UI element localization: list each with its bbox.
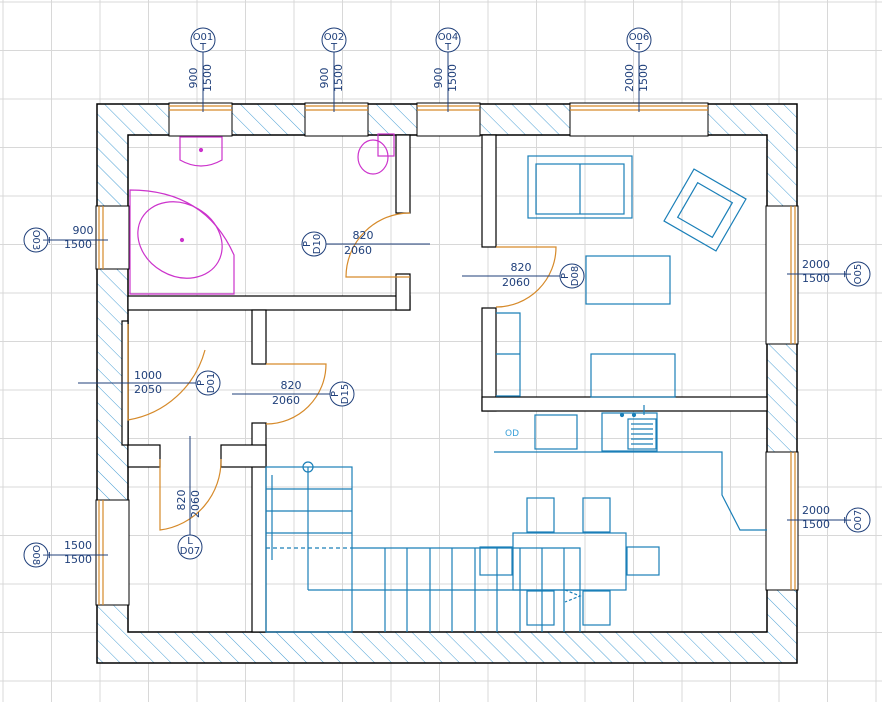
- dining-set-icon: [479, 497, 660, 626]
- window-height-o07: 1500: [802, 518, 830, 531]
- toilet-bowl-icon: [357, 139, 389, 175]
- window-tag-o07-sub: T: [843, 516, 854, 524]
- window-tag-o04-sub: T: [444, 42, 452, 53]
- window-tag-o08-sub: T: [40, 551, 51, 559]
- door-tag-texts: D10 P 820 2060 D08 P 820 2060 D01 P 1000…: [134, 229, 581, 557]
- window-width-o07: 2000: [802, 504, 830, 517]
- window-tag-o04: O04: [438, 32, 459, 43]
- window-height-o05: 1500: [802, 272, 830, 285]
- armchair-icon: [663, 168, 747, 252]
- window-tag-texts: O01 T 900 1500 O02 T 900 1500 O04 T 900 …: [30, 32, 864, 566]
- window-tags: [23, 27, 871, 568]
- interior-walls: [127, 134, 768, 633]
- window-width-o05: 2000: [802, 258, 830, 271]
- door-tag-d01: D01: [206, 373, 217, 393]
- door-tag-d10: D10: [312, 234, 323, 254]
- window-tag-o07: O07: [853, 510, 864, 531]
- door-tag-d08: D08: [570, 266, 581, 286]
- door-tag-d01-sub: P: [196, 380, 207, 386]
- window-width-o03: 900: [73, 224, 94, 237]
- furniture: [265, 155, 767, 633]
- window-tag-o01-sub: T: [199, 42, 207, 53]
- window-tag-o05: O05: [853, 264, 864, 285]
- door-tag-d10-sub: P: [302, 241, 313, 247]
- door-tag-d08-sub: P: [560, 273, 571, 279]
- door-height-d10: 2060: [344, 244, 372, 257]
- window-tag-o02: O02: [324, 32, 345, 43]
- doors: [127, 212, 557, 531]
- bathroom-fixtures: [129, 133, 395, 295]
- window-tag-o03-sub: T: [40, 236, 51, 244]
- kitchen-counter: [494, 405, 767, 531]
- od-label: OD: [505, 429, 519, 439]
- door-width-d08: 820: [511, 261, 532, 274]
- window-tag-o06: O06: [629, 32, 650, 43]
- coffee-table-icon: [585, 255, 671, 305]
- door-height-d01: 2050: [134, 383, 162, 396]
- tv-stand-icon: [590, 353, 676, 398]
- corner-sofa-icon: [496, 312, 521, 397]
- window-tag-o02-sub: T: [330, 42, 338, 53]
- door-tag-d07-sub: L: [187, 536, 193, 547]
- door-tag-d15-sub: P: [330, 391, 341, 397]
- window-tag-o01: O01: [193, 32, 214, 43]
- door-width-d15: 820: [281, 379, 302, 392]
- stove-icon: [534, 414, 578, 450]
- window-height-o01: 1500: [201, 64, 214, 92]
- window-tag-o08: O08: [30, 545, 41, 566]
- door-width-d01: 1000: [134, 369, 162, 382]
- window-height-o08: 1500: [64, 553, 92, 566]
- door-tag-d07: D07: [180, 546, 200, 557]
- door-tag-d15: D15: [340, 384, 351, 404]
- toilet-tank-icon: [377, 133, 395, 157]
- window-tag-o03: O03: [30, 230, 41, 251]
- window-height-o06: 1500: [637, 64, 650, 92]
- window-width-o08: 1500: [64, 539, 92, 552]
- staircase-icon: [265, 461, 582, 633]
- window-width-o01: 900: [187, 68, 200, 89]
- window-width-o06: 2000: [623, 64, 636, 92]
- door-width-d10: 820: [353, 229, 374, 242]
- window-height-o04: 1500: [446, 64, 459, 92]
- door-height-d07: 2060: [189, 490, 202, 518]
- window-height-o03: 1500: [64, 238, 92, 251]
- sofa-icon: [527, 155, 633, 219]
- sink-icon: [601, 412, 658, 452]
- window-width-o04: 900: [432, 68, 445, 89]
- window-width-o02: 900: [318, 68, 331, 89]
- door-width-d07: 820: [175, 490, 188, 511]
- window-tag-o06-sub: T: [635, 42, 643, 53]
- door-tags: [78, 231, 585, 560]
- door-height-d08: 2060: [502, 276, 530, 289]
- washbasin-icon: [179, 136, 223, 167]
- window-height-o02: 1500: [332, 64, 345, 92]
- window-openings: [95, 102, 799, 606]
- window-tag-o05-sub: T: [843, 270, 854, 278]
- bathtub-icon: [129, 189, 235, 295]
- door-height-d15: 2060: [272, 394, 300, 407]
